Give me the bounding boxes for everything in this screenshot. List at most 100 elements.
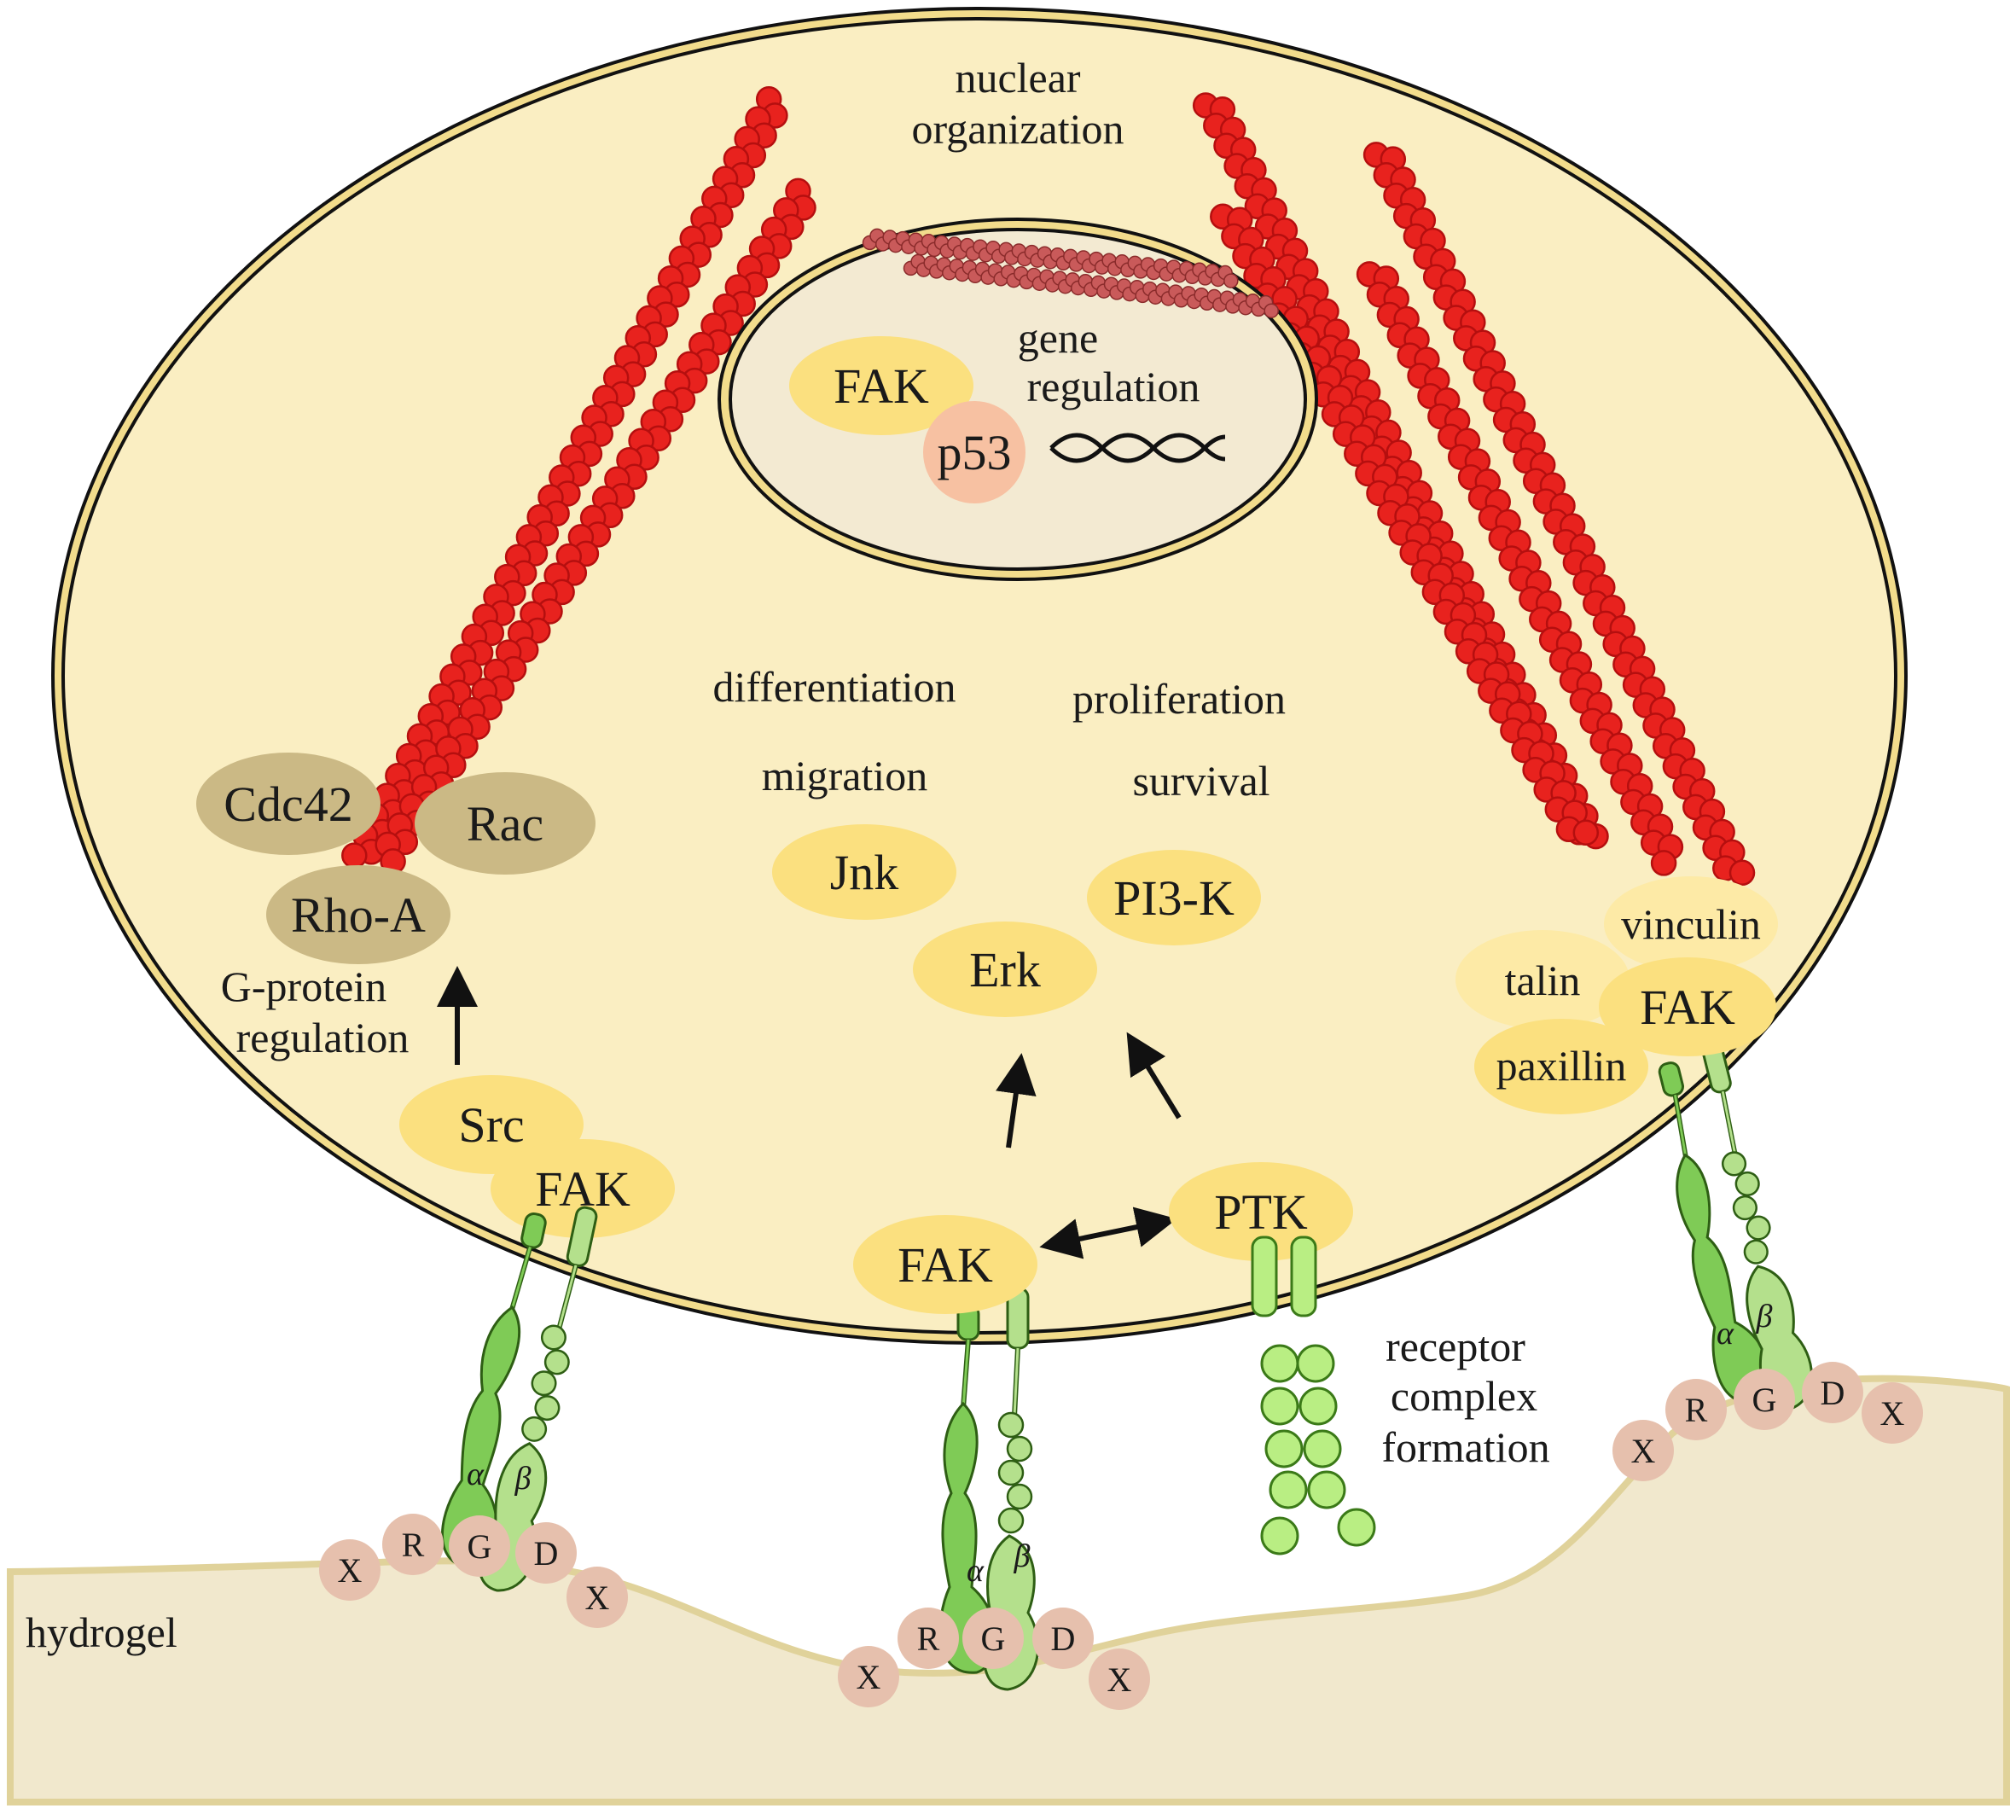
rhoa-protein: [266, 865, 450, 964]
integrin-beta-domain: [1743, 1239, 1769, 1265]
erk-label: Erk: [969, 942, 1041, 997]
ptk-extracellular-domain: [1298, 1387, 1338, 1426]
nuclear-label: nuclear: [955, 54, 1080, 102]
rgd-bead: [1612, 1420, 1674, 1481]
actin-filament-right-2: [1362, 142, 1756, 887]
dna-helix: [1049, 433, 1226, 463]
integrin-beta-domain: [1746, 1215, 1771, 1241]
talin-protein: [1455, 930, 1630, 1029]
p53-label: p53: [938, 425, 1012, 480]
rgd-bead: [515, 1522, 577, 1584]
rgd-letter: X: [857, 1658, 881, 1696]
rac-label: Rac: [467, 796, 543, 852]
beta-right-label: β: [1756, 1299, 1773, 1334]
rgd-letter: X: [1880, 1394, 1905, 1433]
rhoa-label: Rho-A: [291, 887, 426, 943]
rgd-letter: R: [917, 1619, 940, 1658]
rgd-bead: [1032, 1608, 1094, 1669]
rgd-bead: [1089, 1648, 1150, 1710]
organization-label: organization: [912, 105, 1124, 153]
actin-filaments: [341, 86, 1756, 887]
nucleus: [729, 228, 1307, 571]
fak-nuclear: [789, 336, 973, 435]
ptk-extracellular-domain: [1337, 1508, 1376, 1547]
paxillin-protein: [1474, 1019, 1648, 1114]
cdc42-protein: [196, 753, 381, 855]
rgd-letter: R: [1685, 1391, 1708, 1429]
rgd-bead: [382, 1514, 444, 1575]
vinculin-protein: [1604, 876, 1778, 972]
receptor-label: receptor: [1386, 1323, 1525, 1370]
jnk-protein: [772, 824, 956, 920]
rgd-bead: [1862, 1382, 1923, 1444]
actin-filament-left-inner: [375, 177, 816, 875]
nuclear-actin-filaments: [862, 228, 1279, 318]
rgd-bead: [566, 1567, 628, 1628]
rgd-bead: [962, 1608, 1024, 1669]
complex-label: complex: [1391, 1372, 1537, 1420]
arrow-fak-ptk-bidirectional: [1039, 1207, 1177, 1259]
migration-label: migration: [762, 752, 927, 800]
alpha-right-label: α: [1717, 1316, 1734, 1352]
talin-label: talin: [1505, 957, 1581, 1004]
integrin-beta-domain: [1734, 1171, 1760, 1196]
integrin-beta-domain: [534, 1395, 561, 1422]
fak-right-label: FAK: [1640, 980, 1735, 1035]
vinculin-label: vinculin: [1621, 900, 1761, 948]
fak-nuclear-label: FAK: [834, 358, 929, 414]
ptk-extracellular-domain: [1260, 1344, 1299, 1383]
rgd-letter: G: [468, 1527, 492, 1566]
beta-center-label: β: [1014, 1538, 1031, 1574]
gene-label: gene: [1018, 314, 1098, 362]
differentiation-label: differentiation: [712, 663, 956, 711]
erk-protein: [913, 922, 1097, 1017]
rgd-letter: X: [1631, 1432, 1656, 1470]
rgd-bead: [449, 1515, 510, 1577]
rgd-letter: D: [1051, 1619, 1076, 1658]
actin-filament-left-outer: [341, 86, 788, 869]
integrin-right: [1658, 1034, 1813, 1410]
rac-protein: [415, 772, 596, 875]
fak-right: [1599, 957, 1776, 1056]
survival-label: survival: [1132, 757, 1269, 805]
ptk-label: PTK: [1214, 1184, 1308, 1240]
integrin-beta-domain: [1721, 1151, 1747, 1177]
cell-membrane-outline: [51, 7, 1908, 1345]
src-label: Src: [458, 1097, 524, 1153]
ptk-extracellular-domain: [1264, 1429, 1304, 1468]
alpha-left-label: α: [467, 1457, 485, 1492]
pi3k-label: PI3-K: [1113, 870, 1235, 926]
rgd-bead: [838, 1646, 899, 1707]
integrin-beta-domain: [1006, 1435, 1033, 1462]
p53-protein: [923, 401, 1025, 503]
integrin-beta-domain: [997, 1507, 1025, 1534]
arrow-ptk-to-pi3k: [1126, 1032, 1182, 1119]
integrin-beta-domain: [1732, 1195, 1757, 1221]
regulation-label: regulation: [1027, 363, 1200, 410]
beta-left-label: β: [514, 1461, 532, 1497]
rgd-bead: [1734, 1369, 1795, 1430]
ptk-extracellular-domain: [1260, 1516, 1299, 1555]
rgd-letter: G: [981, 1619, 1006, 1658]
rgd-letter: X: [338, 1551, 363, 1590]
rgd-bead: [1802, 1362, 1863, 1423]
hydrogel-label: hydrogel: [26, 1608, 177, 1656]
rgd-bead: [319, 1539, 381, 1601]
rgd-bead: [1665, 1379, 1727, 1440]
rgd-letter: D: [1821, 1374, 1845, 1412]
arrow-fak-to-erk: [996, 1053, 1037, 1148]
nuclear-actin-lower: [903, 253, 1279, 318]
rgd-letter: R: [402, 1526, 425, 1564]
integrin-beta-domain: [997, 1411, 1025, 1439]
alpha-center-label: α: [967, 1553, 985, 1589]
paxillin-label: paxillin: [1496, 1042, 1627, 1090]
integrin-beta-domain: [1006, 1483, 1033, 1510]
actin-filament-right-4: [1210, 203, 1600, 846]
rgd-bead: [898, 1608, 959, 1669]
integrin-beta-domain: [543, 1349, 570, 1375]
rgd-letter: D: [534, 1534, 559, 1573]
